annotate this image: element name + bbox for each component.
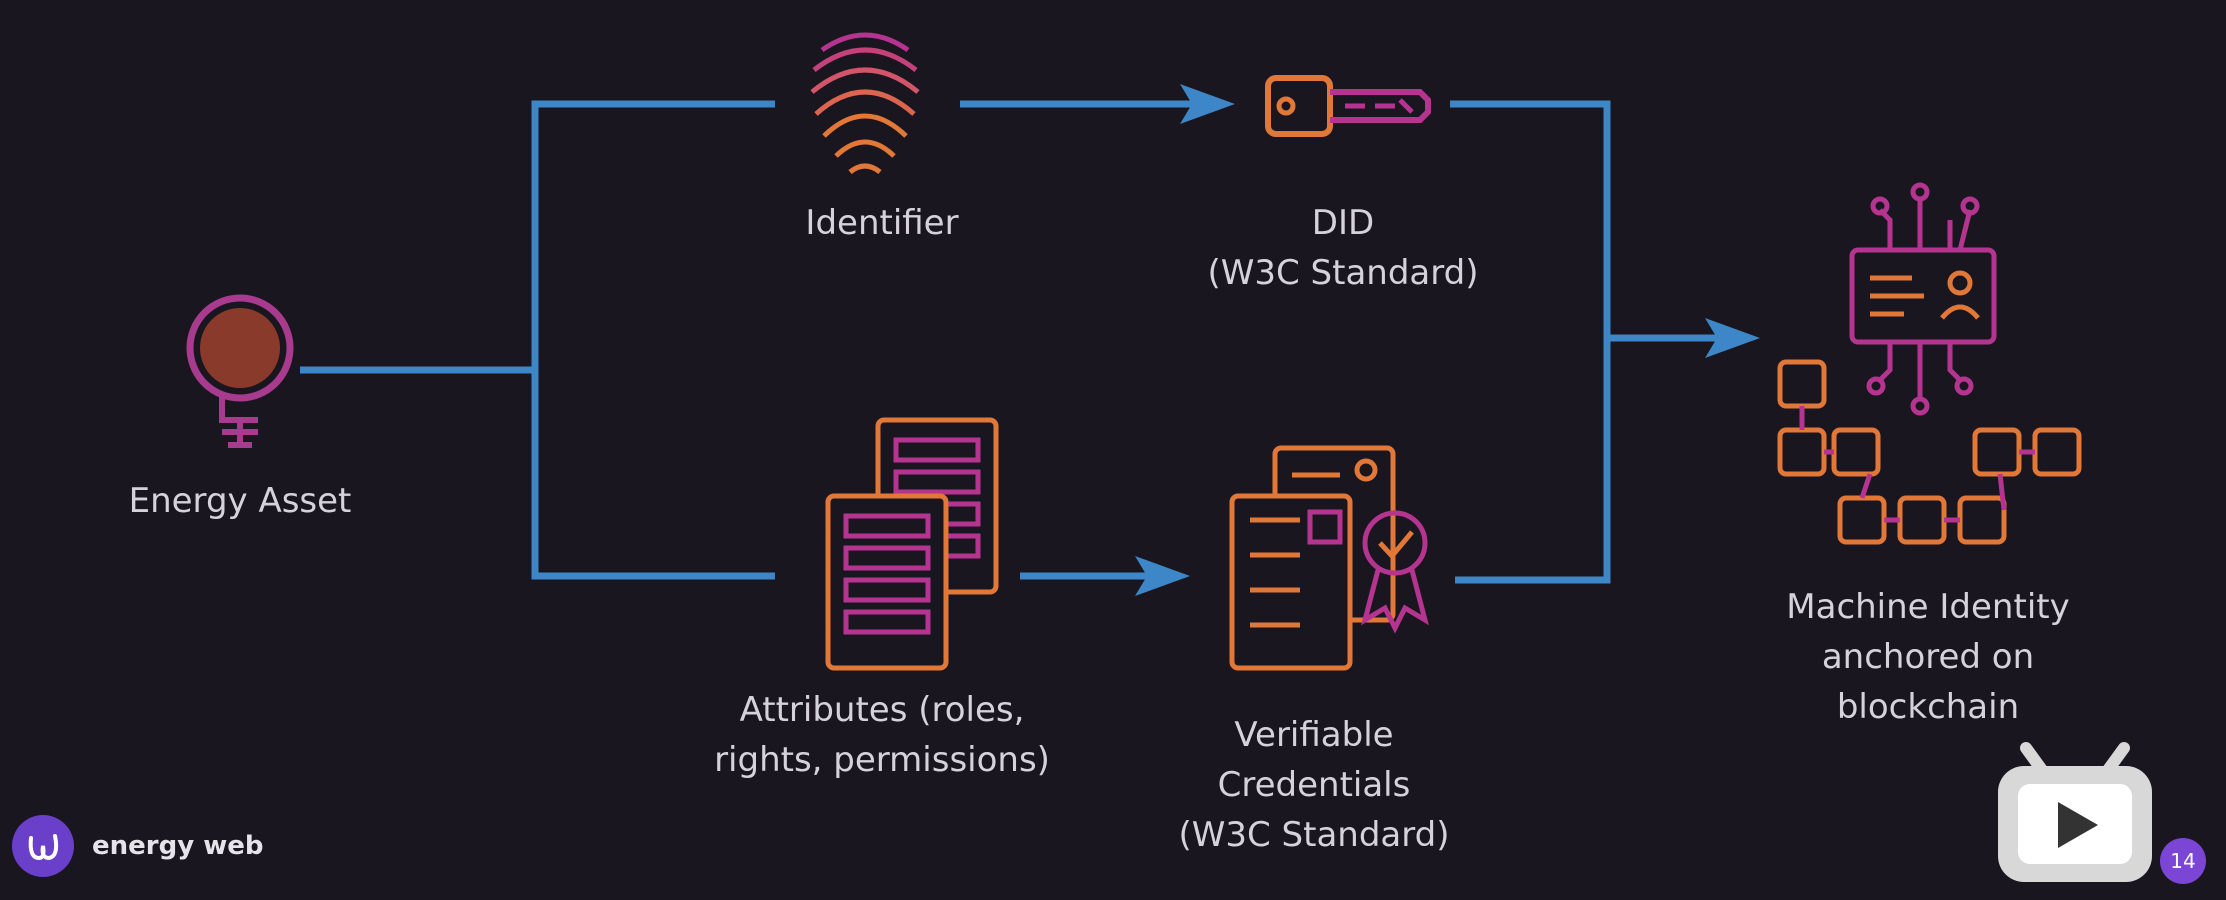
label-attributes: Attributes (roles, rights, permissions) bbox=[714, 685, 1050, 785]
page-number-badge: 14 bbox=[2160, 838, 2206, 884]
label-mi-line2: anchored on bbox=[1821, 637, 2035, 677]
brand-logo-mark bbox=[12, 815, 74, 877]
key-icon bbox=[1265, 75, 1431, 137]
label-vc-line1: Verifiable bbox=[1234, 715, 1394, 755]
label-attributes-line2: rights, permissions) bbox=[714, 740, 1050, 780]
label-did-line2: (W3C Standard) bbox=[1207, 253, 1479, 293]
play-icon bbox=[1998, 742, 2152, 882]
label-mi-line1: Machine Identity bbox=[1786, 587, 2070, 627]
play-button[interactable] bbox=[1990, 740, 2160, 894]
bulb-icon bbox=[186, 294, 294, 448]
machine-identity-icon bbox=[1777, 182, 2082, 545]
label-machine-identity: Machine Identity anchored on blockchain bbox=[1786, 582, 2069, 732]
arrowheads bbox=[1135, 84, 1760, 596]
arrowhead-did bbox=[1180, 84, 1235, 124]
documents-icon bbox=[825, 417, 999, 671]
arrowhead-machine bbox=[1705, 318, 1760, 358]
brand-logo: energy web bbox=[12, 815, 263, 877]
label-energy-asset: Energy Asset bbox=[128, 481, 352, 521]
fingerprint-icon bbox=[810, 32, 920, 175]
connector-merge bbox=[1450, 100, 1611, 584]
label-did-line1: DID bbox=[1311, 203, 1375, 243]
label-vc-line3: (W3C Standard) bbox=[1178, 815, 1450, 855]
arrowhead-vc bbox=[1135, 556, 1190, 596]
label-vc-line2: Credentials bbox=[1217, 765, 1411, 805]
brand-name: energy web bbox=[92, 831, 264, 861]
energy-web-icon bbox=[28, 834, 59, 861]
label-did: DID (W3C Standard) bbox=[1207, 198, 1478, 298]
label-mi-line3: blockchain bbox=[1836, 687, 2020, 727]
credentials-icon bbox=[1229, 445, 1429, 671]
label-identifier: Identifier bbox=[805, 203, 959, 243]
connector-split bbox=[531, 100, 775, 580]
connectors bbox=[300, 100, 1720, 584]
label-verifiable-credentials: Verifiable Credentials (W3C Standard) bbox=[1178, 710, 1449, 860]
label-attributes-line1: Attributes (roles, bbox=[739, 690, 1025, 730]
